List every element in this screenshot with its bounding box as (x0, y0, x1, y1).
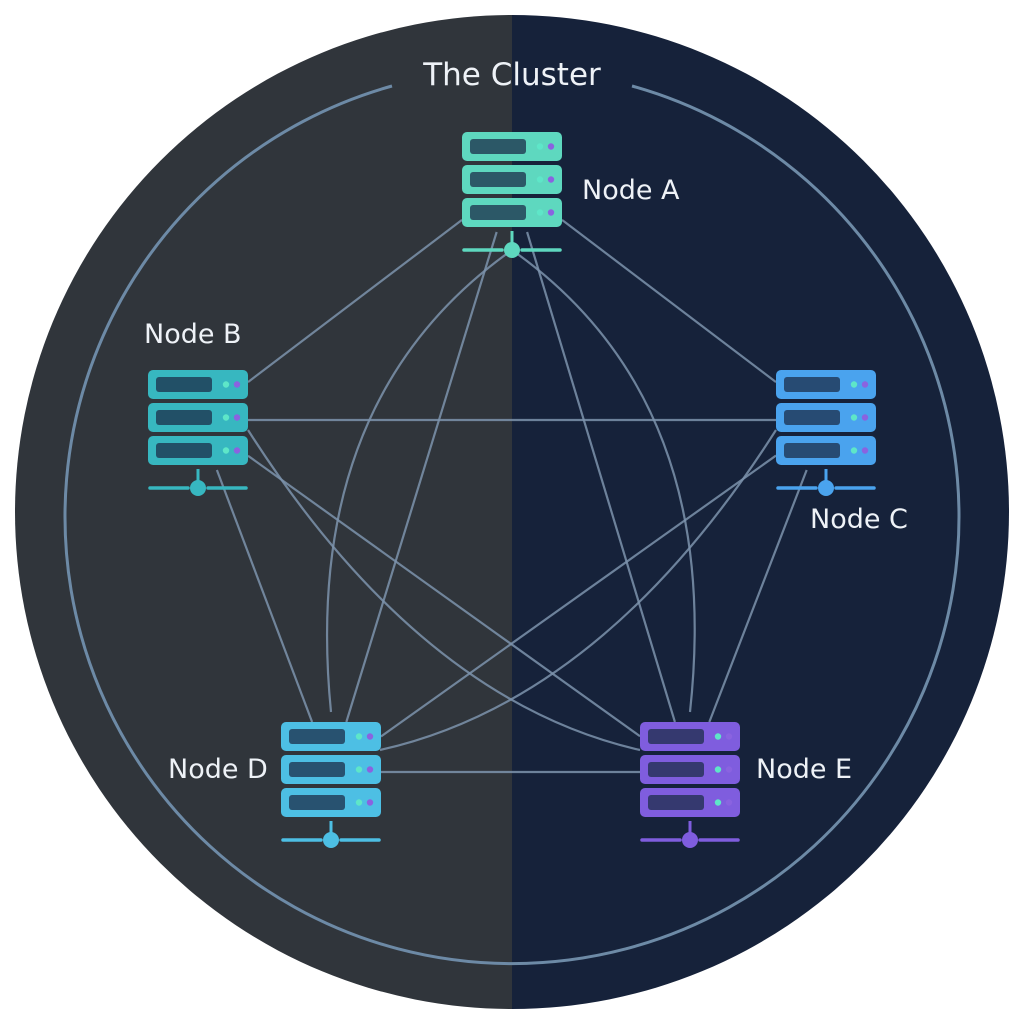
edge-a-b (247, 219, 463, 383)
background-right-half (512, 15, 1009, 1009)
node-e[interactable] (640, 722, 740, 848)
curved-link-4 (379, 429, 777, 752)
edge-c-d (380, 454, 777, 738)
node-c-label: Node C (810, 504, 908, 535)
curved-link-1 (325, 249, 513, 713)
edge-a-e (526, 231, 676, 723)
node-a-label: Node A (582, 175, 680, 206)
node-a[interactable] (462, 132, 562, 258)
node-e-label: Node E (756, 754, 852, 785)
node-d[interactable] (281, 722, 381, 848)
curved-link-2 (511, 249, 696, 713)
server-rack-icon (640, 722, 740, 848)
node-d-label: Node D (168, 754, 268, 785)
connection-lines (215, 219, 808, 774)
server-rack-icon (148, 370, 248, 496)
server-rack-icon (281, 722, 381, 848)
edge-c-e (708, 469, 808, 723)
node-c[interactable] (776, 370, 876, 496)
server-rack-icon (776, 370, 876, 496)
server-rack-icon (462, 132, 562, 258)
diagram-title: The Cluster (422, 57, 601, 93)
edge-b-d (215, 469, 314, 723)
curved-link-3 (247, 429, 641, 752)
node-b[interactable] (148, 370, 248, 496)
nodes-group (148, 132, 876, 848)
cluster-boundary-ring (63, 84, 961, 966)
edge-b-e (247, 454, 641, 738)
background-left-half (15, 15, 512, 1009)
edge-a-d (345, 231, 498, 723)
edge-a-c (561, 219, 777, 383)
node-b-label: Node B (144, 319, 242, 350)
